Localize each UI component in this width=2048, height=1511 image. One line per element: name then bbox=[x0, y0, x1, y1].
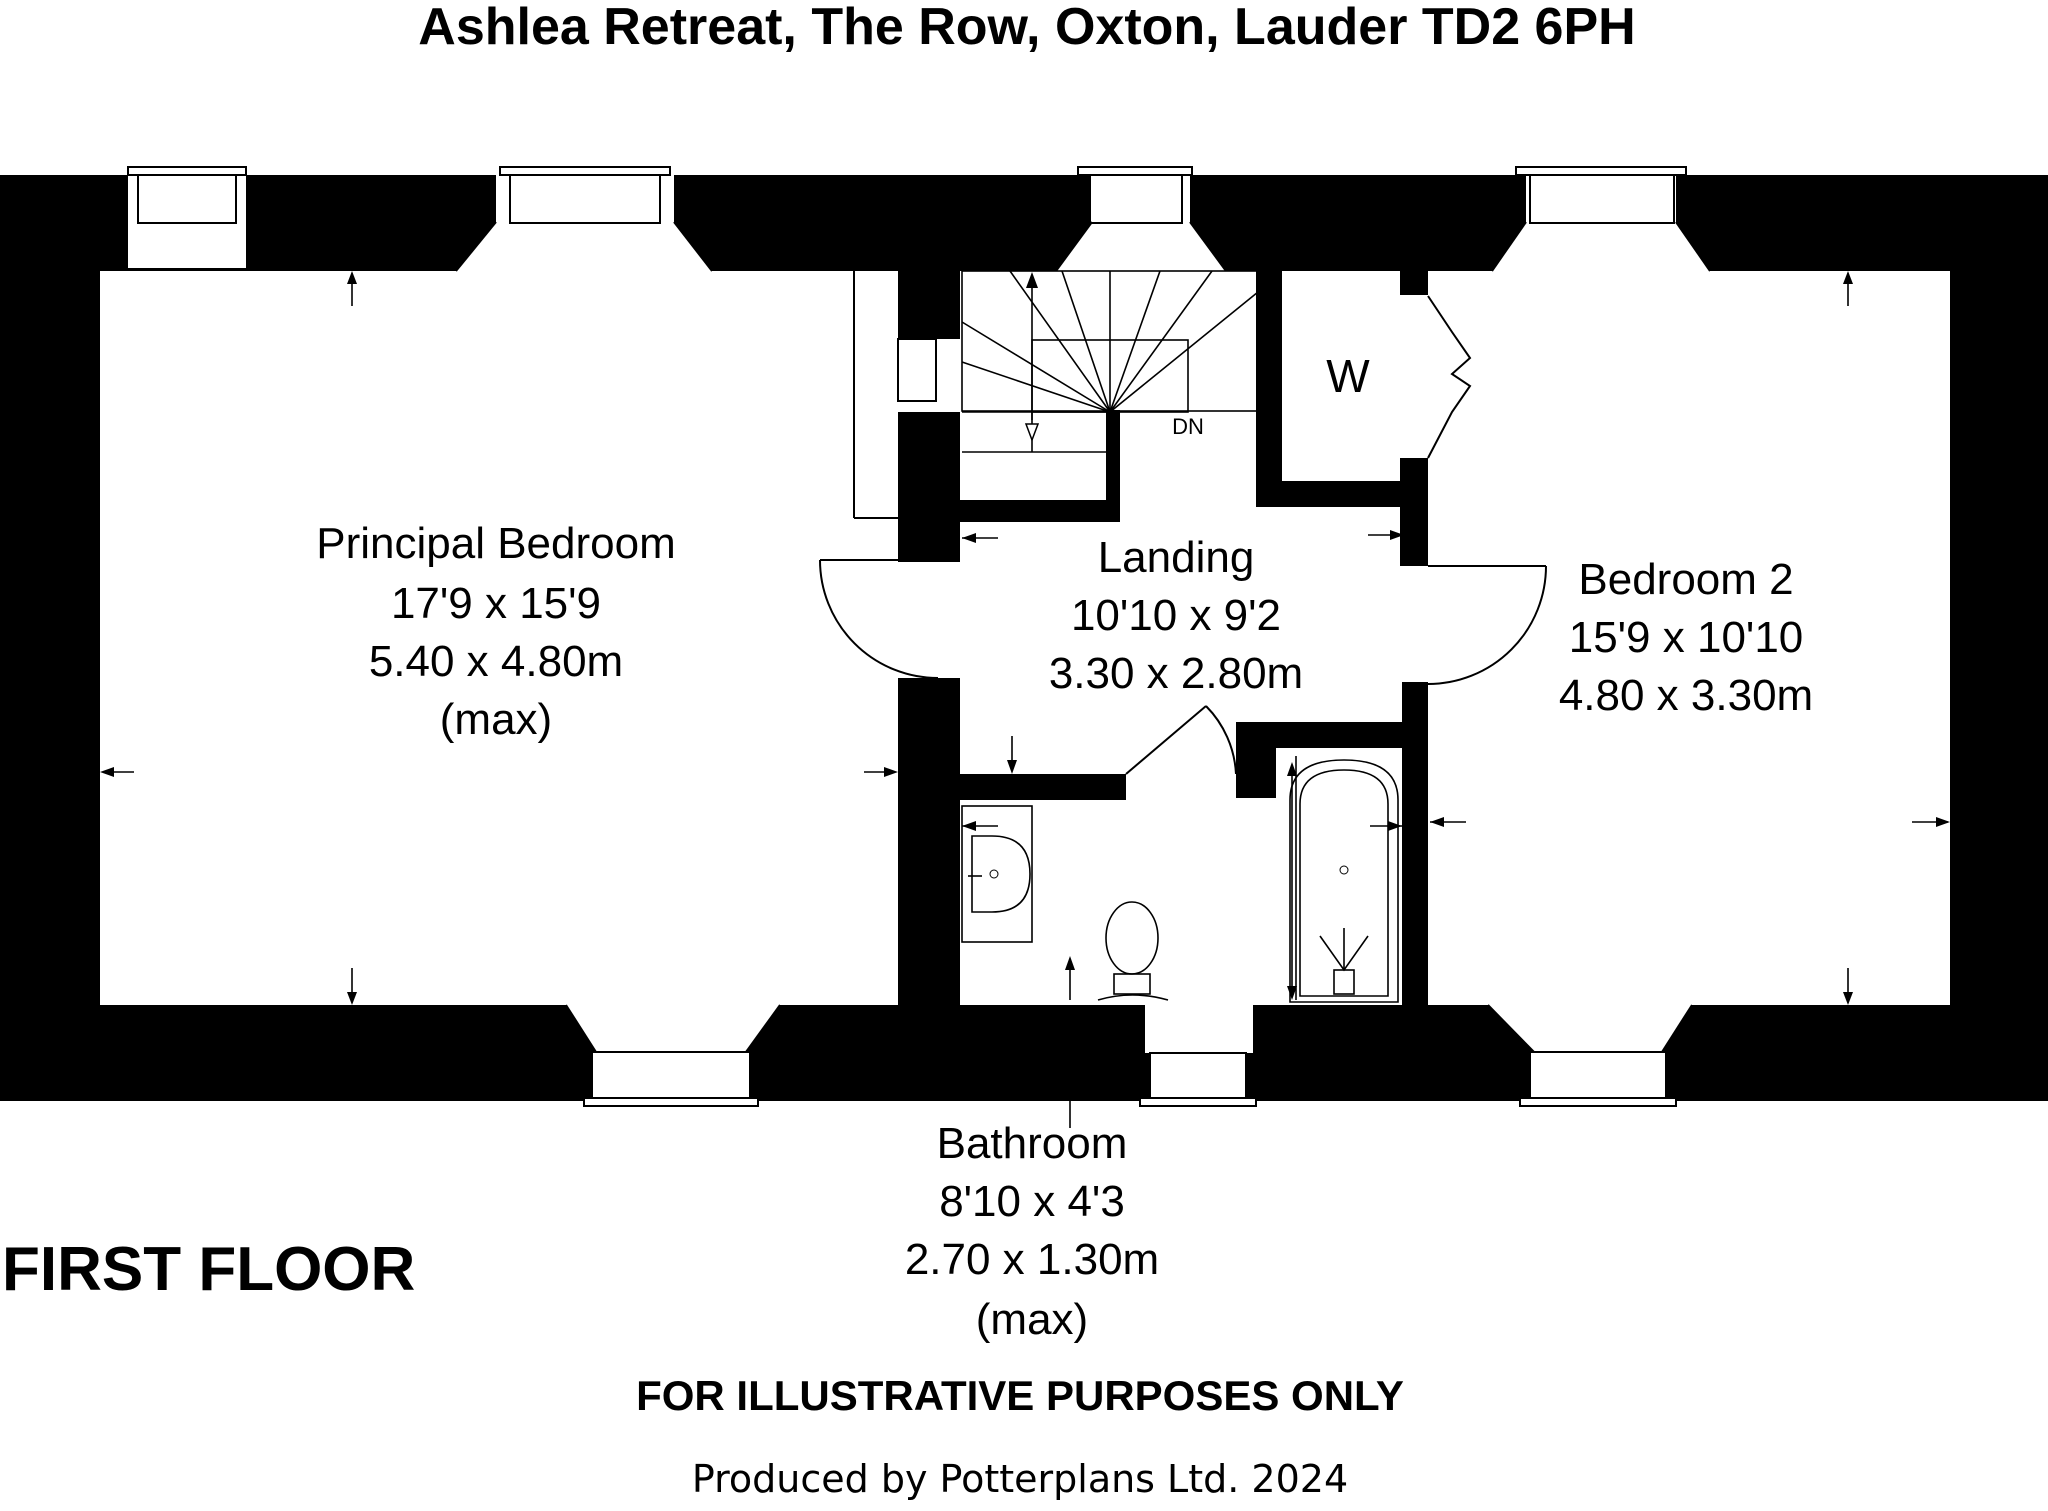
stairs-label: DN bbox=[1172, 414, 1204, 439]
room-label-principal-bedroom: Principal Bedroom 17'9 x 15'9 5.40 x 4.8… bbox=[316, 519, 676, 744]
staircase: DN bbox=[961, 270, 1259, 453]
room-dims-metric: 4.80 x 3.30m bbox=[1559, 671, 1813, 720]
room-dims-metric: 2.70 x 1.30m bbox=[905, 1235, 1159, 1284]
floor-label: FIRST FLOOR bbox=[2, 1235, 415, 1304]
room-dims-imperial: 10'10 x 9'2 bbox=[1071, 591, 1281, 640]
room-name: Bathroom bbox=[937, 1119, 1128, 1168]
interior-walls bbox=[853, 271, 1428, 1005]
disclaimer: FOR ILLUSTRATIVE PURPOSES ONLY bbox=[636, 1372, 1404, 1419]
doors bbox=[819, 295, 1547, 775]
room-dims-metric: 3.30 x 2.80m bbox=[1049, 649, 1303, 698]
bathroom-fixtures bbox=[961, 756, 1399, 1003]
room-note: (max) bbox=[976, 1295, 1088, 1344]
dimension-arrows bbox=[100, 271, 1950, 1128]
room-note: (max) bbox=[440, 695, 552, 744]
room-dims-imperial: 17'9 x 15'9 bbox=[391, 579, 601, 628]
room-dims-imperial: 8'10 x 4'3 bbox=[939, 1177, 1125, 1226]
wardrobe-label: W bbox=[1326, 350, 1370, 402]
outer-walls bbox=[0, 175, 2048, 1101]
room-name: Landing bbox=[1098, 533, 1255, 582]
plan-title: Ashlea Retreat, The Row, Oxton, Lauder T… bbox=[418, 0, 1635, 56]
room-label-bedroom-2: Bedroom 2 15'9 x 10'10 4.80 x 3.30m bbox=[1559, 555, 1813, 720]
room-name: Bedroom 2 bbox=[1578, 555, 1793, 604]
room-label-landing: Landing 10'10 x 9'2 3.30 x 2.80m bbox=[1049, 533, 1303, 698]
credit: Produced by Potterplans Ltd. 2024 bbox=[692, 1457, 1348, 1501]
top-windows bbox=[127, 166, 1711, 272]
room-dims-metric: 5.40 x 4.80m bbox=[369, 637, 623, 686]
bottom-windows bbox=[565, 1004, 1693, 1107]
room-name: Principal Bedroom bbox=[316, 519, 676, 568]
room-dims-imperial: 15'9 x 10'10 bbox=[1569, 613, 1804, 662]
room-label-bathroom: Bathroom 8'10 x 4'3 2.70 x 1.30m (max) bbox=[905, 1119, 1159, 1344]
